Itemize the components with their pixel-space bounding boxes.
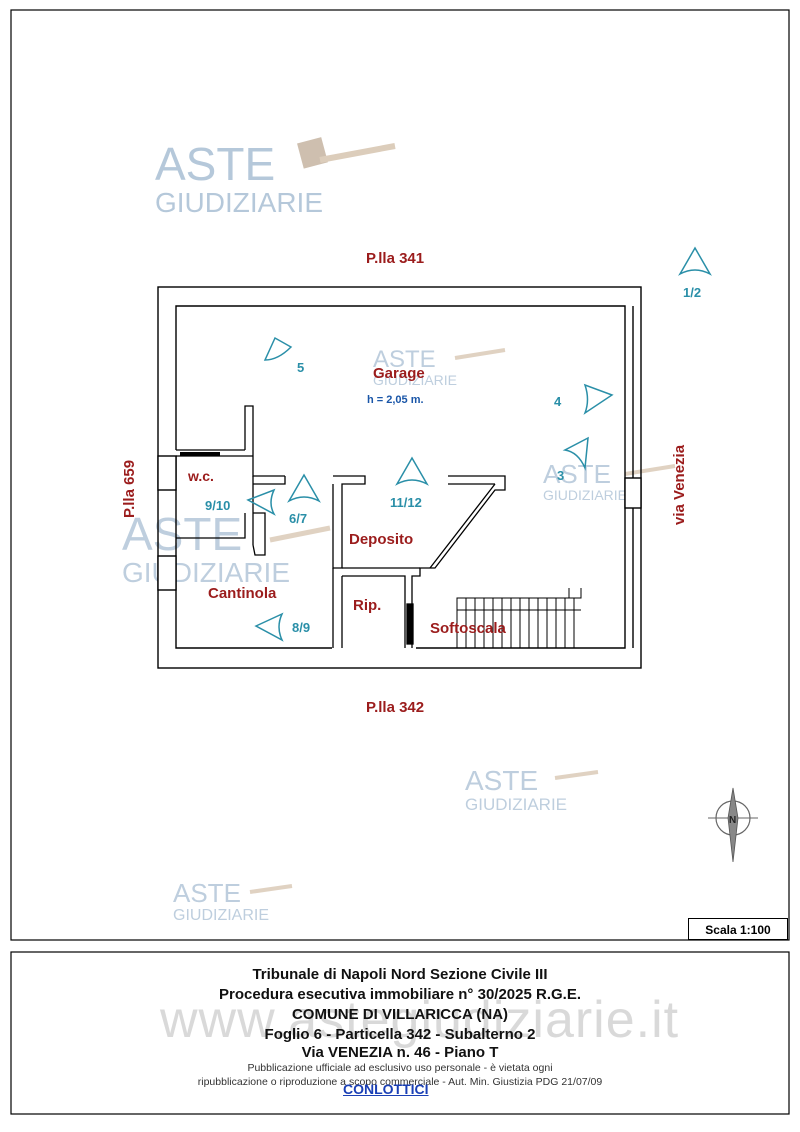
parcel-south-label: P.lla 342 [366, 699, 424, 716]
compass-north-letter: N [729, 815, 736, 826]
room-label-sottoscala: Softoscala [430, 620, 507, 637]
view-marker-6-7-icon [287, 473, 321, 503]
svg-text:GIUDIZIARIE: GIUDIZIARIE [465, 795, 567, 814]
view-label-9-10: 9/10 [205, 498, 230, 513]
view-marker-4-icon [583, 383, 614, 415]
view-marker-5-icon [263, 336, 293, 361]
svg-text:GIUDIZIARIE: GIUDIZIARIE [122, 557, 290, 588]
title-line-3: COMUNE DI VILLARICCA (NA) [291, 1006, 509, 1023]
svg-text:GIUDIZIARIE: GIUDIZIARIE [373, 372, 457, 388]
title-line-2: Procedura esecutiva immobiliare n° 30/20… [219, 986, 581, 1003]
view-label-3: 3 [557, 468, 564, 483]
view-marker-8-9-icon [254, 612, 284, 642]
watermark-logo-6: ASTE GIUDIZIARIE [173, 878, 293, 924]
svg-text:ASTE: ASTE [465, 765, 538, 796]
publication-notice-1: Pubblicazione ufficiale ad esclusivo uso… [247, 1062, 553, 1074]
building-walls [157, 286, 642, 669]
sheet-frame [10, 9, 790, 941]
svg-text:ASTE: ASTE [155, 138, 275, 190]
title-frame [10, 951, 790, 1115]
garage-height-label: h = 2,05 m. [367, 394, 424, 406]
svg-text:GIUDIZIARIE: GIUDIZIARIE [155, 187, 323, 218]
view-marker-9-10-icon [246, 488, 276, 516]
watermark-logo-4: ASTE GIUDIZIARIE [122, 508, 331, 588]
view-marker-3-icon [562, 436, 589, 471]
view-marker-1-2-icon [678, 246, 712, 276]
title-block: Tribunale di Napoli Nord Sezione Civile … [11, 952, 789, 1112]
watermark-logo-2: ASTE GIUDIZIARIE [373, 346, 506, 388]
svg-text:ASTE: ASTE [373, 346, 436, 373]
room-label-cantinola: Cantinola [208, 585, 277, 602]
wc-window [180, 452, 220, 456]
title-line-5: Via VENEZIA n. 46 - Piano T [301, 1044, 499, 1061]
view-marker-11-12-icon [395, 456, 429, 486]
parcel-north-label: P.lla 341 [366, 250, 424, 267]
watermark-site-url: www.astegiudiziarie.it [160, 991, 680, 1049]
street-east-label: via Venezia [671, 444, 688, 525]
view-label-11-12: 11/12 [390, 495, 422, 510]
svg-text:GIUDIZIARIE: GIUDIZIARIE [543, 487, 627, 503]
parcel-west-label: P.lla 659 [121, 460, 138, 518]
view-label-4: 4 [554, 394, 562, 409]
watermark-logo-1: ASTE GIUDIZIARIE [155, 137, 396, 218]
publication-notice-2: ripubblicazione o riproduzione a scopo c… [197, 1076, 603, 1088]
room-label-rip: Rip. [353, 597, 381, 614]
view-label-5: 5 [297, 360, 304, 375]
north-arrow-icon: N [708, 787, 758, 863]
scale-box: Scala 1:100 [688, 918, 788, 940]
svg-text:GIUDIZIARIE: GIUDIZIARIE [173, 907, 269, 924]
svg-text:ASTE: ASTE [173, 878, 241, 908]
room-label-garage: Garage [373, 365, 425, 382]
watermark-logo-5: ASTE GIUDIZIARIE [465, 765, 599, 814]
interior-walls [176, 405, 506, 648]
staircase [456, 588, 582, 648]
room-label-wc: w.c. [187, 468, 214, 484]
view-markers [246, 246, 712, 642]
room-label-deposito: Deposito [349, 531, 413, 548]
title-line-1: Tribunale di Napoli Nord Sezione Civile … [252, 966, 548, 983]
svg-text:ASTE: ASTE [543, 459, 611, 489]
view-label-8-9: 8/9 [292, 620, 310, 635]
svg-text:ASTE: ASTE [122, 508, 242, 560]
view-label-1-2: 1/2 [683, 285, 701, 300]
title-line-4: Foglio 6 - Particella 342 - Subalterno 2 [264, 1026, 536, 1043]
footer-link[interactable]: CONLOTTICI [343, 1081, 429, 1097]
view-label-6-7: 6/7 [289, 511, 307, 526]
